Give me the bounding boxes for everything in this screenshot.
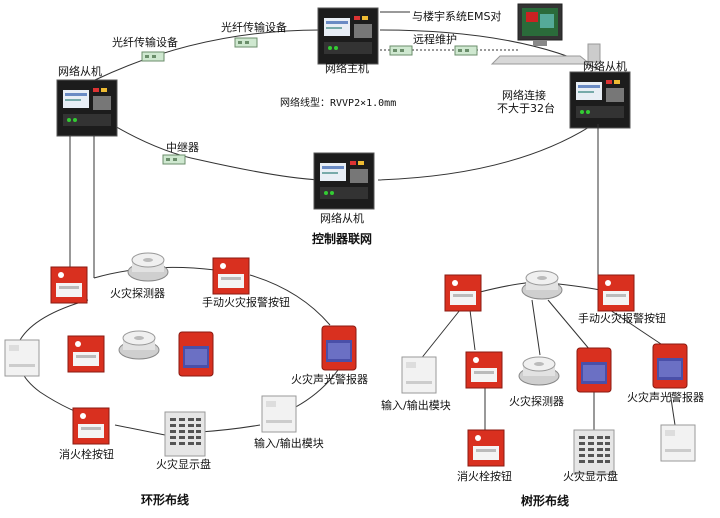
tree-io-right	[660, 424, 696, 462]
ring-manual-label: 手动火灾报警按钮	[202, 295, 290, 309]
ring-alarm-mid	[178, 331, 214, 377]
remote-box-1	[389, 45, 413, 56]
remote-box-2	[454, 45, 478, 56]
tree-smoke-top	[521, 270, 563, 300]
tree-manual-right	[597, 274, 635, 312]
ems-label: 与楼宇系统EMS对	[412, 9, 501, 23]
slave-left-label: 网络从机	[58, 64, 102, 78]
tree-smoke-label: 火灾探测器	[509, 394, 564, 408]
tree-alarm-mid	[576, 347, 612, 393]
network-slave-center	[313, 152, 375, 210]
network-links	[91, 11, 601, 181]
tree-hydrant-label: 消火栓按钮	[457, 469, 512, 483]
ring-alarm	[321, 325, 357, 371]
repeater-label: 中继器	[166, 141, 199, 154]
ring-io-right	[261, 395, 297, 433]
networking-label: 控制器联网	[312, 231, 372, 246]
tree-title: 树形布线	[521, 493, 569, 508]
tree-manual-left	[444, 274, 482, 312]
ring-smoke-mid	[118, 330, 160, 360]
net-line-label: 网络线型：RVVP2×1.0mm	[280, 96, 396, 109]
fiber-label-right: 光纤传输设备	[221, 20, 287, 34]
ring-smoke	[127, 252, 169, 282]
ring-io-left	[4, 339, 40, 377]
tree-io	[401, 356, 437, 394]
network-slave-left	[56, 79, 118, 137]
ring-smoke-label: 火灾探测器	[110, 286, 165, 300]
tree-alarm-right	[652, 343, 688, 389]
ring-title: 环形布线	[141, 492, 189, 507]
tree-smoke-mid	[518, 356, 560, 386]
max-count-label: 不大于32台	[497, 101, 555, 115]
slave-center-label: 网络从机	[320, 211, 364, 225]
repeater-box	[162, 154, 186, 165]
computer-icon	[490, 3, 601, 65]
tree-hydrant-bottom	[467, 429, 505, 467]
tree-manual-label: 手动火灾报警按钮	[578, 311, 666, 325]
tree-alarm-label: 火灾声光警报器	[627, 390, 704, 404]
ring-io-label: 输入/输出模块	[254, 436, 324, 450]
ring-alarm-label: 火灾声光警报器	[291, 372, 368, 386]
tree-display	[573, 429, 615, 475]
ring-manual-left	[50, 266, 88, 304]
ring-manual-mid	[67, 335, 105, 373]
ring-hydrant-label: 消火栓按钮	[59, 447, 114, 461]
fiber-box-right	[234, 37, 258, 48]
fiber-box-left	[141, 51, 165, 62]
slave-right-label: 网络从机	[583, 59, 627, 73]
tree-links	[419, 124, 676, 430]
network-slave-right	[569, 71, 631, 129]
network-host	[317, 7, 379, 65]
ring-manual-top	[212, 257, 250, 295]
ring-display	[164, 411, 206, 457]
net-conn-label: 网络连接	[502, 88, 546, 102]
host-label: 网络主机	[325, 61, 369, 75]
fiber-label-left: 光纤传输设备	[112, 35, 178, 49]
ring-display-label: 火灾显示盘	[156, 457, 211, 471]
tree-io-label: 输入/输出模块	[381, 398, 451, 412]
tree-display-label: 火灾显示盘	[563, 469, 618, 483]
remote-label: 远程维护	[413, 32, 457, 46]
tree-hydrant-mid	[465, 351, 503, 389]
ring-hydrant	[72, 407, 110, 445]
